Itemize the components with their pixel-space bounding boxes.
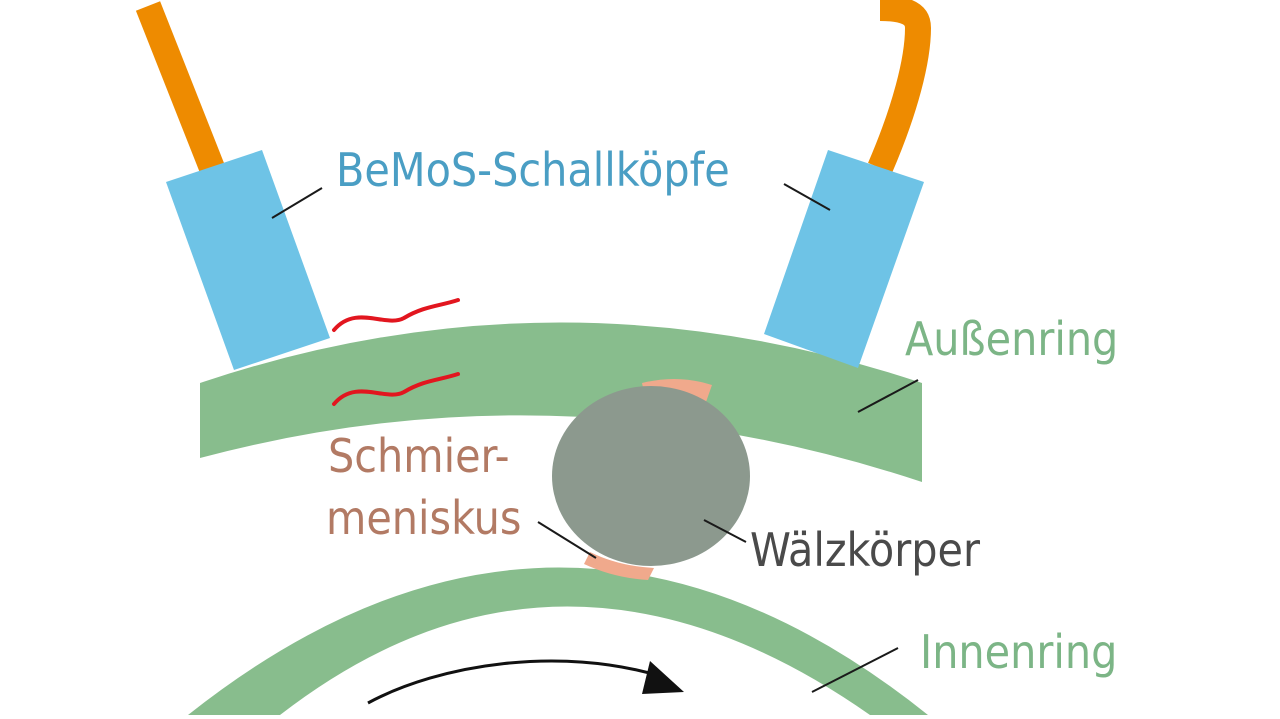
leader-line-right-transducer (783, 183, 831, 211)
label-meniscus-line1: Schmier- (328, 429, 510, 483)
leader-line-inner-ring (811, 647, 899, 693)
label-rolling-element: Wälzkörper (750, 523, 981, 577)
outer-ring (200, 322, 922, 482)
right-transducer-cable (868, 0, 932, 174)
label-meniscus-line2: meniskus (326, 491, 521, 545)
rotation-arrow-line (367, 659, 661, 705)
leader-line-meniscus (537, 521, 597, 559)
leader-line-left-transducer (271, 187, 323, 219)
left-transducer-cable (135, 1, 225, 173)
rotation-arrowhead (642, 661, 684, 694)
label-inner-ring: Innenring (920, 625, 1117, 679)
leader-line-rolling-element (703, 519, 747, 543)
rolling-element (552, 386, 750, 566)
leader-line-outer-ring (857, 379, 919, 413)
label-outer-ring: Außenring (905, 312, 1118, 366)
left-transducer (166, 150, 330, 370)
label-transducers: BeMoS-Schallköpfe (336, 143, 730, 197)
ultrasonic-wave-upper (332, 298, 460, 332)
ultrasonic-wave-lower (332, 372, 460, 406)
inner-ring (188, 567, 928, 715)
lubricant-meniscus-bottom (584, 552, 654, 580)
right-transducer (764, 150, 924, 368)
